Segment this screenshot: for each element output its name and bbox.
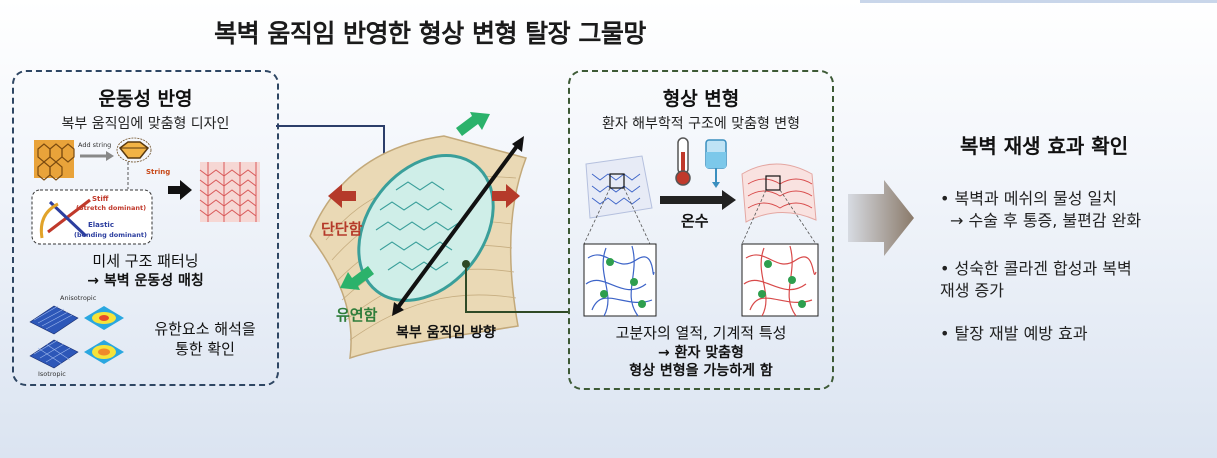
mesh-window-pattern — [375, 181, 461, 271]
shape-subheading: 환자 해부학적 구조에 맞춤형 변형 — [601, 116, 801, 132]
stiff-label: Stiff — [92, 195, 109, 203]
isotropic-heatmap — [84, 340, 124, 364]
polymer-line1: 고분자의 열적, 기계적 특성 — [615, 324, 787, 342]
anisotropic-mesh — [29, 305, 79, 335]
shape-panel — [568, 70, 834, 390]
page-title: 복벽 움직임 반영한 형상 변형 탈장 그물망 — [214, 19, 646, 48]
string-label: String — [146, 168, 170, 176]
stiff-sub-label: (Stretch dominant) — [76, 204, 146, 212]
zoom-lines — [583, 187, 817, 245]
pattern-line2: → 복벽 운동성 매칭 — [87, 273, 204, 289]
motion-panel — [12, 70, 279, 386]
iv-bag-icon — [705, 139, 727, 188]
polymer-line2: → 환자 맞춤형 — [658, 345, 744, 361]
soft-arrow-top — [456, 112, 490, 136]
anisotropic-label: Anisotropic — [60, 294, 97, 302]
mesh-window — [357, 154, 495, 302]
connector-right-dot — [462, 260, 470, 268]
bullet-2: • 성숙한 콜라겐 합성과 복벽 — [940, 259, 1132, 278]
rigid-label: 단단함 — [321, 220, 363, 238]
elastic-label: Elastic — [88, 221, 114, 229]
bullet-2-cont: 재생 증가 — [940, 281, 1004, 300]
anisotropic-heatmap — [84, 306, 124, 330]
shape-change-figure — [583, 137, 819, 317]
fea-line1: 유한요소 해석을 — [154, 320, 256, 338]
thermometer-icon — [675, 137, 691, 186]
pink-micro-pattern — [199, 162, 260, 222]
direction-arrow-head-bottom — [392, 302, 404, 316]
bullet-3: • 탈장 재발 예방 효과 — [940, 324, 1088, 343]
isotropic-label: Isotropic — [38, 370, 66, 378]
polymer-line3: 형상 변형을 가능하게 함 — [629, 363, 773, 379]
blue-polymer-network — [583, 243, 657, 317]
result-big-arrow — [848, 180, 914, 256]
rigid-arrow-right — [492, 184, 520, 208]
result-arrow — [168, 180, 192, 200]
bullet-1-sub: → 수술 후 통증, 불편감 완화 — [950, 211, 1142, 230]
flat-mesh — [585, 155, 653, 219]
shape-heading: 형상 변형 — [662, 88, 740, 110]
transform-arrow — [660, 190, 736, 210]
soft-arrow-bottom — [340, 266, 374, 290]
mesh-illustration — [276, 112, 568, 360]
motion-subheading: 복부 움직임에 맞춤형 디자인 — [61, 116, 230, 132]
curved-mesh — [741, 163, 817, 223]
connector-right — [465, 264, 568, 313]
rigid-arrow-left — [328, 184, 356, 208]
honeycomb-pattern — [34, 140, 75, 181]
fea-line2: 통한 확인 — [175, 340, 235, 358]
pattern-line1: 미세 구조 패터닝 — [92, 252, 199, 270]
regeneration-heading: 복벽 재생 효과 확인 — [960, 134, 1129, 158]
warm-water-label: 온수 — [681, 212, 709, 230]
stiff-elastic-box — [31, 189, 153, 245]
elastic-sub-label: (bending dominant) — [74, 231, 147, 239]
direction-arrow-line — [394, 140, 522, 312]
red-polymer-network — [741, 243, 819, 317]
add-string-label: Add string — [78, 141, 111, 149]
motion-design-figure: Add string String Stiff (Stretch dominan… — [31, 137, 260, 245]
top-accent-line — [860, 0, 1217, 3]
fea-figure: Anisotropic Isotropic — [29, 294, 124, 378]
soft-label: 유연함 — [336, 306, 378, 324]
motion-heading: 운동성 반영 — [98, 88, 193, 110]
isotropic-mesh — [29, 339, 79, 369]
direction-label: 복부 움직임 방향 — [396, 325, 496, 341]
bullet-1: • 복벽과 메쉬의 물성 일치 — [940, 189, 1117, 208]
string-unit-cell — [116, 137, 152, 163]
direction-arrow-head-top — [512, 136, 524, 152]
